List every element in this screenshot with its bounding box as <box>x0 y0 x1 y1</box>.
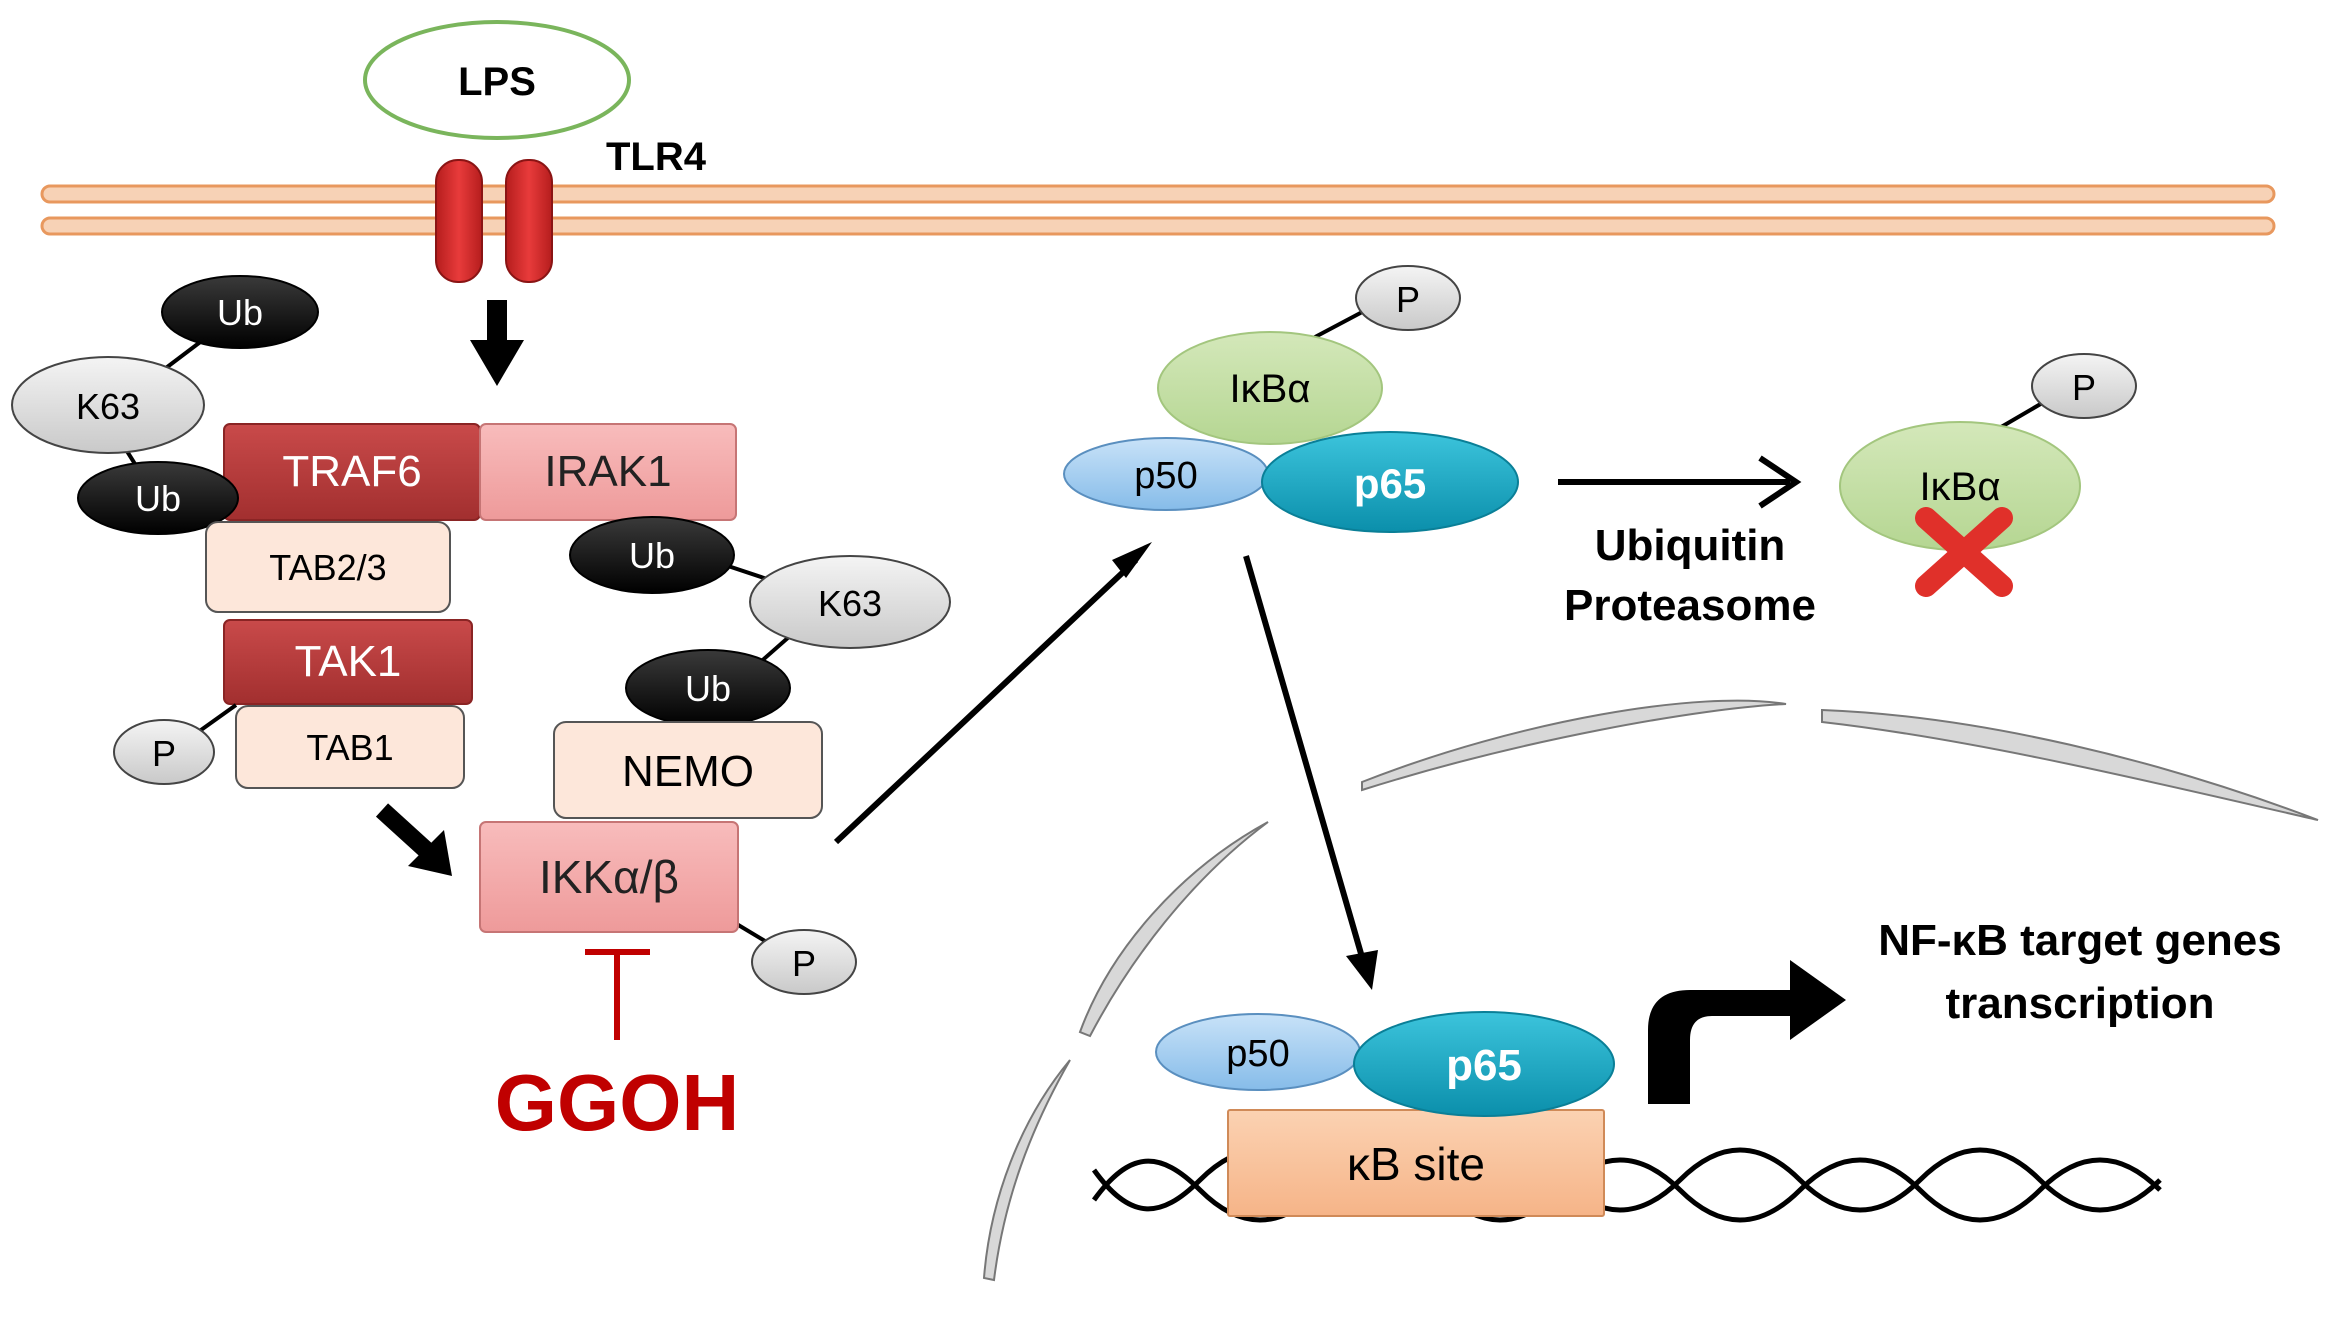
nuclear-nfkb-dimer: p50 p65 <box>1155 1011 1615 1117</box>
ikk-to-complex-arrow <box>833 542 1152 845</box>
ikba-label: IκBα <box>1230 367 1311 411</box>
tab1-box: TAB1 P <box>113 703 465 789</box>
p50-label: p50 <box>1226 1033 1289 1075</box>
irak1-label: IRAK1 <box>544 447 671 496</box>
phospho-label: P <box>152 733 176 774</box>
ubiquitin-label: Ubiquitin <box>1595 521 1786 570</box>
proteasome-label: Proteasome <box>1564 581 1816 630</box>
tab1-label: TAB1 <box>306 727 393 768</box>
target-genes-label: NF-κB target genes transcription <box>1878 916 2281 1028</box>
cell-membrane <box>40 184 2276 236</box>
phospho-label: P <box>2072 367 2096 408</box>
irak1-box: IRAK1 <box>479 423 737 521</box>
degradation-x-icon <box>1915 507 2013 597</box>
tak1-label: TAK1 <box>295 637 402 686</box>
nemo-box: NEMO <box>553 721 823 819</box>
ikk-label: IKKα/β <box>539 851 679 903</box>
traf6-box: TRAF6 <box>223 423 481 521</box>
ggoh-label: GGOH <box>495 1058 739 1147</box>
tab23-label: TAB2/3 <box>269 547 386 588</box>
k63-label: K63 <box>76 386 140 427</box>
p65-label: p65 <box>1446 1041 1522 1090</box>
nfkb-ikba-complex: P IκBα p50 p65 <box>1063 265 1519 533</box>
ubiquitin-chain-nemo: Ub K63 Ub <box>569 516 951 727</box>
receptor-signal-arrow <box>470 300 524 386</box>
degradation-arrow: Ubiquitin Proteasome <box>1558 455 1816 630</box>
ggoh-inhibition: GGOH <box>495 949 739 1147</box>
lps-ligand: LPS <box>363 20 631 140</box>
tak1-box: TAK1 <box>223 619 473 705</box>
p50-label: p50 <box>1134 455 1197 497</box>
lps-label: LPS <box>458 60 536 104</box>
degraded-ikba: P IκBα <box>1839 353 2137 597</box>
ub-label: Ub <box>135 478 181 519</box>
traf6-label: TRAF6 <box>282 447 421 496</box>
nuclear-translocation-arrow <box>1243 555 1378 990</box>
p65-label: p65 <box>1354 460 1426 507</box>
target-genes-line1: NF-κB target genes <box>1878 916 2281 965</box>
tlr4-receptor: TLR4 <box>435 135 707 283</box>
k63-label: K63 <box>818 583 882 624</box>
ub-traf6-left: Ub <box>77 461 239 535</box>
ub-label: Ub <box>629 535 675 576</box>
ubiquitin-chain-traf6: Ub K63 <box>11 275 319 482</box>
ub-label: Ub <box>685 668 731 709</box>
kb-site-box: κB site <box>1227 1109 1605 1217</box>
ub-label: Ub <box>217 292 263 333</box>
tab23-box: TAB2/3 <box>205 521 451 613</box>
tak1-to-ikk-arrow <box>375 803 452 876</box>
nuclear-envelope <box>982 699 2319 1282</box>
phospho-label: P <box>792 943 816 984</box>
ikk-box: IKKα/β P <box>479 821 857 995</box>
ikba-label: IκBα <box>1920 465 2001 509</box>
transcription-arrow <box>1648 960 1846 1104</box>
tlr4-label: TLR4 <box>606 135 707 179</box>
target-genes-line2: transcription <box>1946 979 2215 1028</box>
nemo-label: NEMO <box>622 747 754 796</box>
kb-site-label: κB site <box>1347 1138 1485 1190</box>
phospho-label: P <box>1396 279 1420 320</box>
